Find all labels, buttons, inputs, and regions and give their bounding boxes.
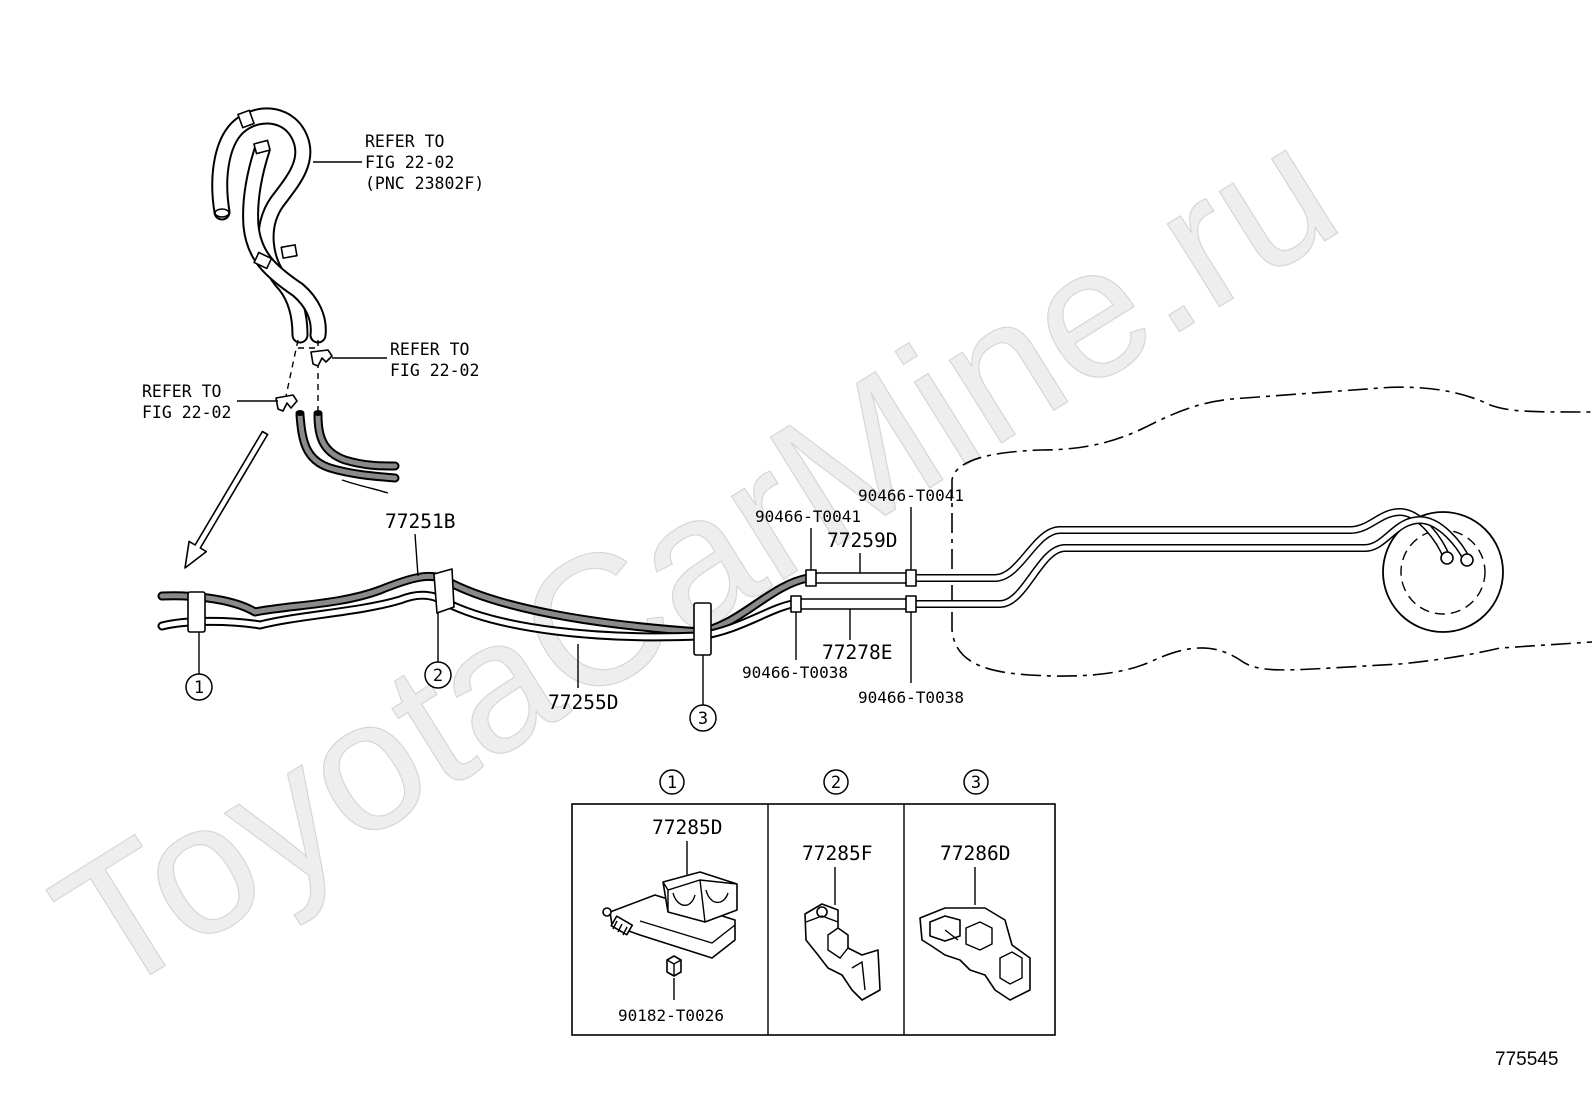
fitting-upper-right xyxy=(905,569,917,587)
table-callout-1: 1 xyxy=(659,769,685,795)
clamp-3 xyxy=(693,602,712,656)
diagram-id: 775545 xyxy=(1495,1049,1558,1070)
lower-short-tubes xyxy=(295,410,400,494)
part-label-77259d: 77259D xyxy=(827,529,897,552)
table-callout-3: 3 xyxy=(963,769,989,795)
part-label-90466-t0041-left: 90466-T0041 xyxy=(755,507,861,526)
part-label-77278e: 77278E xyxy=(822,641,892,664)
connection-dashed-line xyxy=(285,339,299,397)
clamp-2 xyxy=(433,568,455,614)
hose-clamp xyxy=(237,109,255,129)
clip-icon xyxy=(275,394,298,412)
clamp-77286d-icon xyxy=(919,907,1031,1001)
fitting-upper-left xyxy=(805,569,817,587)
fitting-lower-left xyxy=(790,595,802,613)
reference-label-line2: FIG 22-02 xyxy=(365,153,454,172)
table-callout-2: 2 xyxy=(823,769,849,795)
wheel-icon xyxy=(1382,511,1504,633)
fitting-lower-right xyxy=(905,595,917,613)
clamp-1 xyxy=(187,591,206,633)
hose-end-cap xyxy=(214,208,230,218)
reference-label-line1: REFER TO xyxy=(390,340,469,359)
upper-hose-assembly xyxy=(211,107,327,344)
callout-number: 1 xyxy=(667,773,677,793)
callout-number: 3 xyxy=(971,773,981,793)
callout-1: 1 xyxy=(185,673,213,701)
part-label-77255d: 77255D xyxy=(548,691,618,714)
detail-table: 1 2 3 77285D 90182-T0026 77285F xyxy=(571,769,1056,1036)
clamp-77285f-icon xyxy=(804,903,881,1001)
callout-3: 3 xyxy=(689,704,717,732)
callout-number: 3 xyxy=(698,709,708,729)
rear-fuel-line-lower xyxy=(912,516,1474,608)
leader-77251b xyxy=(414,533,419,577)
hose-clamp xyxy=(253,139,271,155)
part-label-77251b: 77251B xyxy=(385,510,455,533)
tube-77278e xyxy=(798,598,909,610)
tube-77259d xyxy=(813,572,909,584)
part-label-90182-t0026: 90182-T0026 xyxy=(618,1006,724,1025)
reference-label-line2: FIG 22-02 xyxy=(142,403,231,422)
part-label-77286d: 77286D xyxy=(940,842,1010,865)
part-label-77285f: 77285F xyxy=(802,842,872,865)
part-label-77285d: 77285D xyxy=(652,816,722,839)
callout-number: 2 xyxy=(433,666,443,686)
callout-2: 2 xyxy=(424,661,452,689)
reference-label-line3: (PNC 23802F) xyxy=(365,174,484,193)
reference-label-line1: REFER TO xyxy=(142,382,221,401)
part-label-90466-t0038-right: 90466-T0038 xyxy=(858,688,964,707)
part-label-90466-t0038-left: 90466-T0038 xyxy=(742,663,848,682)
clamp-77285d-icon xyxy=(602,871,738,977)
callout-number: 1 xyxy=(194,678,204,698)
part-label-90466-t0041-right: 90466-T0041 xyxy=(858,486,964,505)
hose-clamp xyxy=(253,251,273,270)
clip-icon xyxy=(310,349,333,367)
rear-fuel-line-upper xyxy=(912,508,1454,582)
callout-number: 2 xyxy=(831,773,841,793)
reference-label-line1: REFER TO xyxy=(365,132,444,151)
hose-clamp xyxy=(280,244,298,259)
reference-label-line2: FIG 22-02 xyxy=(390,361,479,380)
view-arrow-icon xyxy=(184,430,269,569)
vehicle-outline xyxy=(951,386,1592,677)
